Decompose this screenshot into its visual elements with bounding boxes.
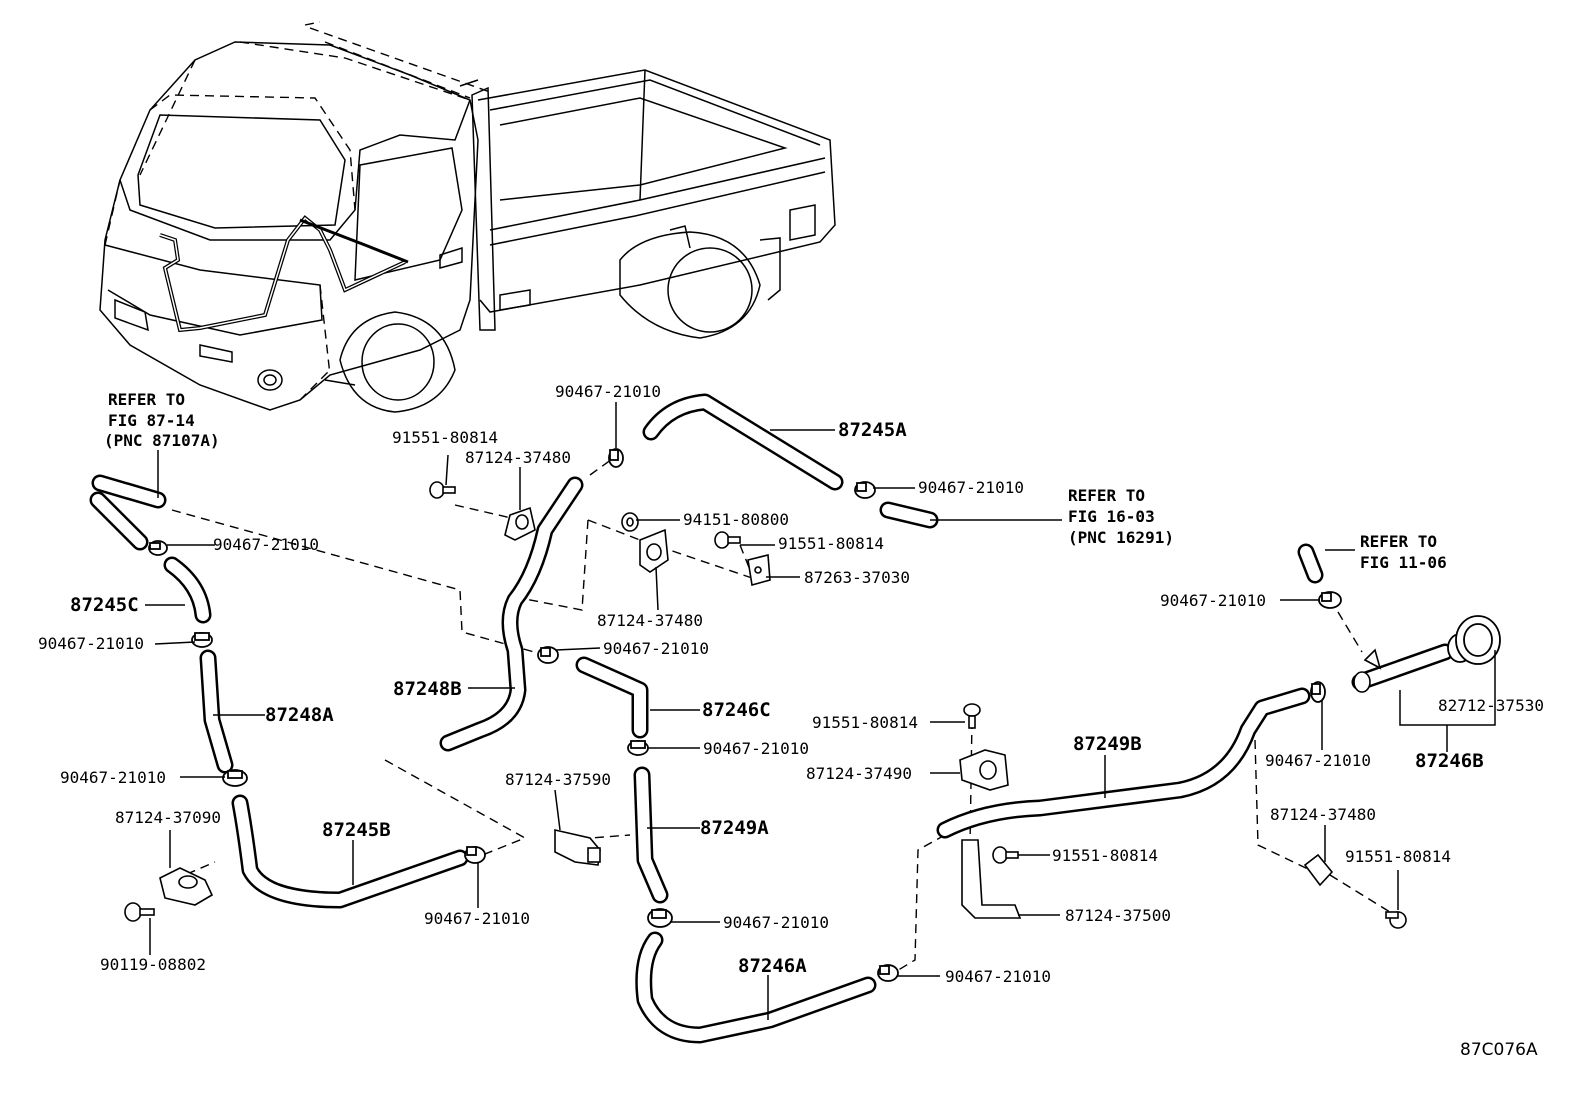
label-87248a: 87248A <box>265 704 334 726</box>
bolt-icon <box>124 902 155 922</box>
label-87249b: 87249B <box>1073 733 1142 755</box>
bracket-icon <box>961 839 1022 919</box>
label-clamp: 90467-21010 <box>555 382 661 401</box>
truck-illustration <box>99 21 836 413</box>
label-bracket-87263: 87263-37030 <box>804 568 910 587</box>
refer-note-line: FIG 16-03 <box>1068 507 1155 526</box>
hoses <box>89 393 1454 1044</box>
label-bolt-91551: 91551-80814 <box>1052 846 1158 865</box>
label-clamp: 90467-21010 <box>424 909 530 928</box>
label-clamp: 90467-21010 <box>603 639 709 658</box>
label-clamp: 90467-21010 <box>1160 591 1266 610</box>
bolt-icon <box>963 703 981 729</box>
clamp-icon <box>608 448 624 468</box>
refer-note-line: (PNC 87107A) <box>104 431 220 450</box>
label-87246c: 87246C <box>702 699 771 721</box>
bolt-icon <box>992 846 1019 864</box>
bolt-icon <box>1385 911 1407 929</box>
fasteners <box>124 481 1407 929</box>
refer-note-line: (PNC 16291) <box>1068 528 1174 547</box>
clamp-icon <box>1310 681 1326 703</box>
label-87245b: 87245B <box>322 819 391 841</box>
label-clamp: 90467-21010 <box>38 634 144 653</box>
label-clamp: 90467-21010 <box>1265 751 1371 770</box>
label-nut-94151: 94151-80800 <box>683 510 789 529</box>
label-bolt-91551: 91551-80814 <box>1345 847 1451 866</box>
label-87249a: 87249A <box>700 817 769 839</box>
clamp-icon <box>537 646 559 664</box>
clamp-icon <box>222 769 248 787</box>
clamp-icon <box>647 908 673 928</box>
clip-icon <box>159 867 214 906</box>
label-clamp: 90467-21010 <box>703 739 809 758</box>
part-labels: REFER TO FIG 87-14 (PNC 87107A) REFER TO… <box>38 382 1544 1060</box>
label-clip-37480: 87124-37480 <box>465 448 571 467</box>
label-bolt-91551: 91551-80814 <box>812 713 918 732</box>
label-bolt-91551: 91551-80814 <box>778 534 884 553</box>
bolt-icon <box>714 531 741 549</box>
clamp-icon <box>191 632 213 648</box>
leader-lines <box>145 402 1496 1020</box>
label-clamp: 90467-21010 <box>945 967 1051 986</box>
label-clamp: 90467-21010 <box>213 535 319 554</box>
clip-icon <box>959 749 1009 791</box>
label-bolt-91551: 91551-80814 <box>392 428 498 447</box>
bracket-icon <box>747 553 771 587</box>
refer-note-line: FIG 87-14 <box>108 411 195 430</box>
label-clip-37490: 87124-37490 <box>806 764 912 783</box>
clamp-icon <box>854 481 876 499</box>
refer-note-line: REFER TO <box>1068 486 1145 505</box>
clip-icon <box>639 528 669 573</box>
refer-note-line: REFER TO <box>108 390 185 409</box>
clip-icon <box>554 828 601 866</box>
label-87245a: 87245A <box>838 419 907 441</box>
label-87248b: 87248B <box>393 678 462 700</box>
clamp-icon <box>627 740 649 756</box>
label-clamp: 90467-21010 <box>918 478 1024 497</box>
nut-icon <box>621 512 639 532</box>
clamp-icon <box>1318 591 1342 609</box>
clamp-icon <box>148 540 168 556</box>
refer-note-line: FIG 11-06 <box>1360 553 1447 572</box>
bolt-icon <box>429 481 456 499</box>
label-clamp: 90467-21010 <box>60 768 166 787</box>
clamp-icon <box>464 846 486 864</box>
label-valve-82712: 82712-37530 <box>1438 696 1544 715</box>
label-clip-37480: 87124-37480 <box>597 611 703 630</box>
label-bolt-90119: 90119-08802 <box>100 955 206 974</box>
clamp-icon <box>877 964 899 982</box>
label-clamp: 90467-21010 <box>723 913 829 932</box>
valve-icon <box>1353 648 1382 693</box>
label-87245c: 87245C <box>70 594 139 616</box>
label-clip-37500: 87124-37500 <box>1065 906 1171 925</box>
figure-code: 87C076A <box>1460 1040 1538 1060</box>
clip-icon <box>1303 853 1334 887</box>
label-87246b: 87246B <box>1415 750 1484 772</box>
refer-note-line: REFER TO <box>1360 532 1437 551</box>
clip-icon <box>504 506 536 541</box>
label-clip-37090: 87124-37090 <box>115 808 221 827</box>
clamp-icon <box>1447 615 1501 665</box>
label-clip-37590: 87124-37590 <box>505 770 611 789</box>
label-clip-37480: 87124-37480 <box>1270 805 1376 824</box>
hose-clamps <box>148 448 1501 982</box>
label-87246a: 87246A <box>738 955 807 977</box>
